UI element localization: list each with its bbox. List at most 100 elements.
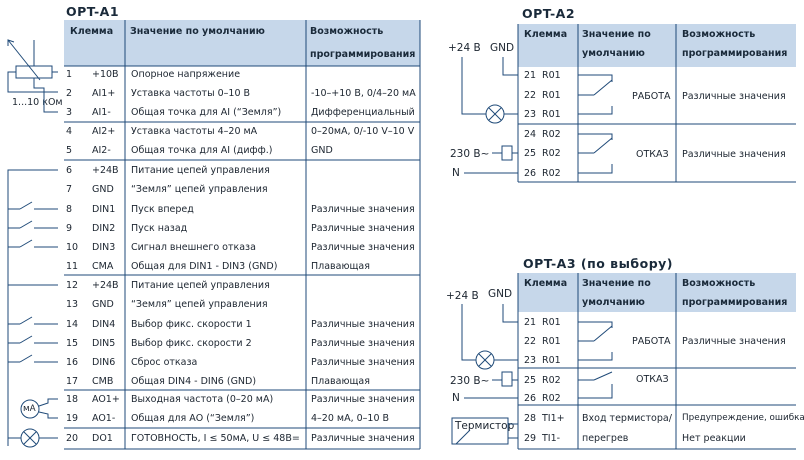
header-prog-1: Возможность [310, 26, 384, 37]
a2-n-label: N [452, 167, 460, 179]
terminal-name: TI1- [542, 433, 561, 444]
terminal-number: 26 [524, 393, 537, 404]
default-function: Уставка частоты 4–20 мА [131, 126, 258, 137]
default-function: Общая для DIN1 - DIN3 (GND) [131, 261, 278, 272]
terminal-name: +24В [92, 280, 119, 291]
programmability: Различные значения [311, 433, 415, 444]
terminal-name: AO1+ [92, 394, 120, 405]
a3-plus24-label: +24 В [446, 290, 479, 302]
terminal-name: DIN2 [92, 223, 116, 234]
opt-a1-table-header: Клемма Значение по умолчанию Возможность… [64, 20, 420, 66]
pot-wire [7, 71, 58, 93]
terminal-name: R02 [542, 129, 561, 140]
header-prog-1: Возможность [682, 29, 756, 40]
terminal-name: +24В [92, 165, 119, 176]
pot-arrow [7, 39, 41, 81]
terminal-number: 20 [66, 433, 79, 444]
header-prog-2: программирования [310, 49, 416, 60]
default-function: “Земля” цепей управления [131, 184, 268, 195]
terminal-number: 13 [66, 299, 79, 310]
terminal-number: 29 [524, 433, 537, 444]
programmability: Плавающая [311, 376, 370, 387]
default-function: ГОТОВНОСТЬ, I ≤ 50мА, U ≤ 48В= [131, 433, 300, 444]
header-prog-2: программирования [682, 297, 788, 308]
terminal-name: R02 [542, 375, 561, 386]
terminal-number: 21 [524, 317, 537, 328]
programmability: Различные значения [311, 242, 415, 253]
terminal-number: 18 [66, 394, 79, 405]
default-function: Пуск назад [131, 223, 188, 234]
a2-relay2-label: ОТКАЗ [636, 149, 669, 160]
terminal-number: 21 [524, 70, 537, 81]
a3-relay1-label: РАБОТА [632, 336, 671, 347]
header-default: Значение по умолчанию [130, 26, 265, 37]
terminal-name: DIN1 [92, 204, 116, 215]
default-function: Пуск вперед [131, 204, 194, 215]
potentiometer-label: 1...10 кОм [12, 97, 63, 108]
default-function: “Земля” цепей управления [131, 299, 268, 310]
a3-ti-prog-2: Нет реакции [682, 433, 746, 444]
header-terminal: Клемма [524, 29, 568, 40]
terminal-name: DIN5 [92, 338, 116, 349]
terminal-number: 15 [66, 338, 79, 349]
programmability: Различные значения [311, 357, 415, 368]
terminal-number: 24 [524, 129, 537, 140]
terminal-number: 17 [66, 376, 79, 387]
terminal-number: 22 [524, 336, 537, 347]
a3-ti-prog-1: Предупреждение, ошибка [682, 413, 804, 423]
programmability: Различные значения [311, 338, 415, 349]
terminal-name: TI1+ [542, 413, 565, 424]
programmability: Плавающая [311, 261, 370, 272]
default-function: Уставка частоты 0–10 В [131, 88, 251, 99]
terminal-number: 1 [66, 69, 73, 80]
programmability: Дифференциальный [311, 107, 415, 118]
terminal-name: GND [92, 299, 114, 310]
programmability: GND [311, 145, 333, 156]
pot-arrow-head [7, 39, 15, 46]
terminal-name: AI1+ [92, 88, 116, 99]
default-function: Общая точка для AI (“Земля”) [131, 107, 282, 118]
terminal-name: R01 [542, 90, 561, 101]
terminal-number: 14 [66, 319, 79, 330]
thermistor [451, 417, 509, 445]
terminal-name: AI2- [92, 145, 111, 156]
terminal-name: CMB [92, 376, 114, 387]
terminal-name: R01 [542, 70, 561, 81]
a3-ti-desc-2: перегрев [582, 433, 629, 444]
terminal-number: 8 [66, 204, 73, 215]
terminal-name: R01 [542, 317, 561, 328]
terminal-name: GND [92, 184, 114, 195]
programmability: 4–20 мА, 0–10 В [311, 413, 390, 424]
terminal-number: 28 [524, 413, 537, 424]
header-prog-1: Возможность [682, 278, 756, 289]
default-function: Общая DIN4 - DIN6 (GND) [131, 376, 257, 387]
programmability: 0–20мА, 0/-10 V–10 V [311, 126, 415, 137]
terminal-number: 11 [66, 261, 79, 272]
a3-relay1-prog: Различные значения [682, 336, 786, 347]
terminal-number: 2 [66, 88, 73, 99]
header-terminal: Клемма [70, 26, 114, 37]
terminal-name: DIN3 [92, 242, 116, 253]
terminal-name: R01 [542, 355, 561, 366]
default-function: Общая точка для AI (дифф.) [131, 145, 273, 156]
thermistor-label: Термистор [455, 420, 515, 432]
terminal-number: 25 [524, 148, 537, 159]
a2-relay2-prog: Различные значения [682, 149, 786, 160]
a3-230v-label: 230 В~ [450, 375, 490, 387]
default-function: Сброс отказа [131, 357, 198, 368]
terminal-name: DIN4 [92, 319, 116, 330]
pot-wire-ret [33, 78, 58, 113]
terminal-number: 10 [66, 242, 79, 253]
terminal-name: AO1- [92, 413, 116, 424]
terminal-number: 3 [66, 107, 73, 118]
default-function: Опорное напряжение [131, 69, 241, 80]
terminal-number: 25 [524, 375, 537, 386]
a2-relay1-label: РАБОТА [632, 91, 671, 102]
terminal-number: 16 [66, 357, 79, 368]
header-default-1: Значение по [582, 29, 651, 40]
opt-a2-title: OPT-A2 [522, 6, 576, 21]
opt-a3-title: OPT-A3 (по выбору) [523, 256, 674, 271]
terminal-name: AI2+ [92, 126, 116, 137]
default-function: Питание цепей управления [131, 280, 270, 291]
